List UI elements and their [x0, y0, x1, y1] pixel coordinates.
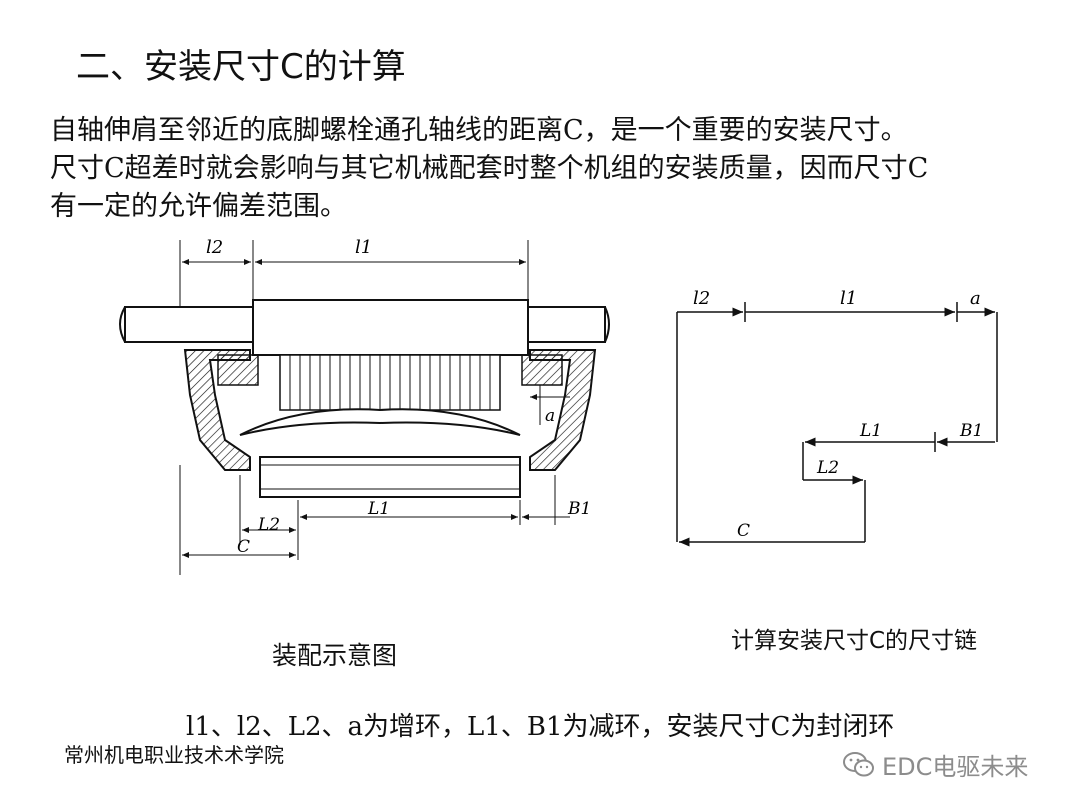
- description-paragraph: 自轴伸肩至邻近的底脚螺栓通孔轴线的距离C，是一个重要的安装尺寸。 尺寸C超差时就…: [50, 112, 1050, 226]
- paragraph-line: 尺寸C超差时就会影响与其它机械配套时整个机组的安装质量，因而尺寸C: [50, 153, 929, 184]
- dim-label-B1: B1: [567, 499, 591, 519]
- chain-caption: 计算安装尺寸C的尺寸链: [731, 628, 978, 654]
- watermark-text: EDC电驱未来: [882, 753, 1029, 781]
- dim-label-L2: L2: [257, 515, 280, 535]
- chain-label-l1: l1: [840, 288, 857, 309]
- dim-label-a: a: [545, 406, 555, 426]
- watermark: EDC电驱未来: [842, 747, 1028, 782]
- paragraph-line: 有一定的允许偏差范围。: [50, 191, 347, 222]
- chain-label-C: C: [737, 521, 750, 541]
- dim-label-L1: L1: [367, 499, 390, 519]
- dim-label-l1: l1: [355, 237, 372, 258]
- chain-label-l2: l2: [693, 288, 710, 309]
- paragraph-line: 自轴伸肩至邻近的底脚螺栓通孔轴线的距离C，是一个重要的安装尺寸。: [50, 115, 908, 146]
- assembly-diagram: l2 l1 L2 L1 B1 C a: [119, 237, 610, 575]
- wechat-icon: [843, 751, 874, 776]
- chain-label-a: a: [970, 288, 981, 309]
- dim-label-l2: l2: [206, 237, 223, 258]
- assembly-caption: 装配示意图: [272, 641, 398, 670]
- chain-label-L2: L2: [816, 458, 839, 478]
- conclusion-text: l1、l2、L2、a为增环，L1、B1为减环，安装尺寸C为封闭环: [186, 712, 895, 742]
- school-name: 常州机电职业技术术学院: [64, 743, 284, 767]
- page-title: 二、安装尺寸C的计算: [76, 47, 406, 87]
- dim-label-C: C: [237, 537, 250, 557]
- chain-label-L1: L1: [859, 421, 882, 441]
- chain-label-B1: B1: [959, 421, 983, 441]
- dimension-chain-diagram: l2 l1 a L1 B1 L2 C: [676, 288, 998, 547]
